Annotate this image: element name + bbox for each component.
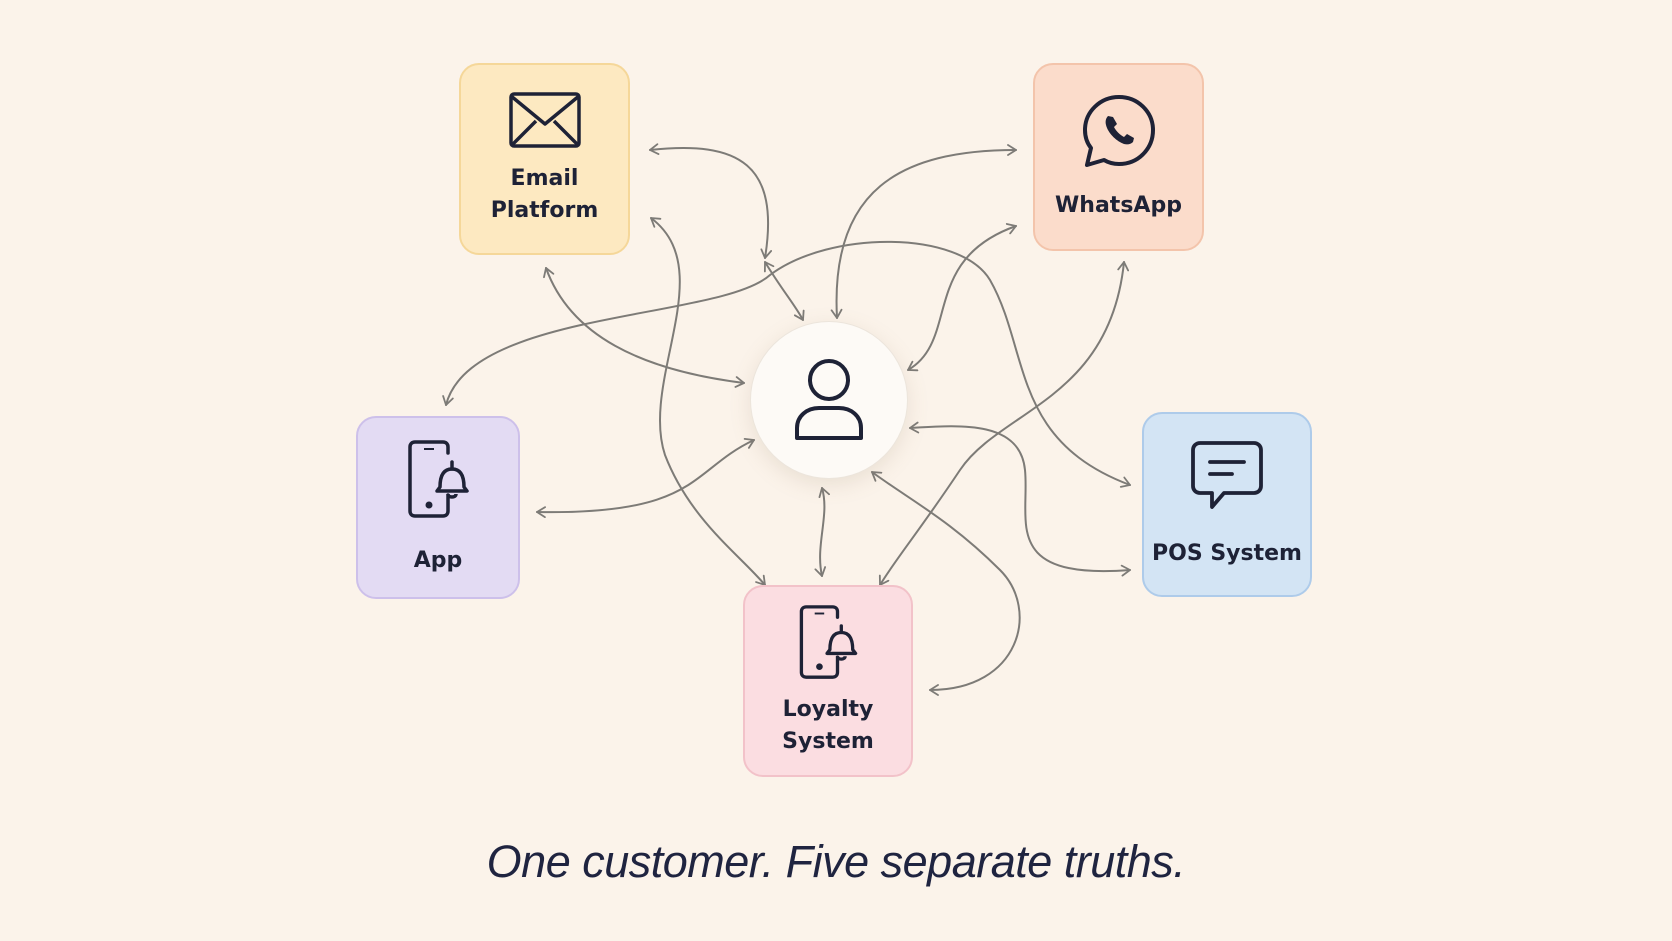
chat-bubble-icon <box>1191 440 1263 509</box>
connection-loyalty-customer-a <box>814 487 830 577</box>
connection-whatsapp-customer-a <box>830 144 1017 319</box>
pos-system-node: POS System <box>1142 412 1312 597</box>
app-label: App <box>413 547 463 573</box>
whatsapp-node: WhatsApp <box>1033 63 1204 251</box>
connection-whatsapp-loyalty <box>878 261 1130 586</box>
caption: One customer. Five separate truths. <box>486 836 1186 887</box>
connection-email-customer-b <box>763 261 805 321</box>
pos-system-label: POS System <box>1152 540 1302 566</box>
whatsapp-label: WhatsApp <box>1055 193 1182 218</box>
whatsapp-icon <box>1082 95 1155 167</box>
connection-loyalty-customer-b <box>871 471 1021 696</box>
email-platform-node: Email Platform <box>459 63 630 255</box>
envelope-icon <box>508 92 581 148</box>
loyalty-system-node: Loyalty System <box>743 585 913 777</box>
connection-pos-customer <box>909 421 1131 577</box>
connection-email-customer-a <box>649 143 773 259</box>
user-icon <box>795 359 863 440</box>
phone-bell-icon <box>799 605 858 679</box>
connection-email-loyalty <box>650 217 766 586</box>
app-node: App <box>356 416 520 599</box>
email-platform-label: Email Platform <box>490 166 599 223</box>
connection-app-pos <box>442 240 1131 488</box>
connection-app-customer <box>536 437 755 519</box>
phone-bell-icon <box>408 439 469 518</box>
loyalty-system-label: Loyalty System <box>782 697 874 754</box>
customer-node <box>751 322 907 478</box>
